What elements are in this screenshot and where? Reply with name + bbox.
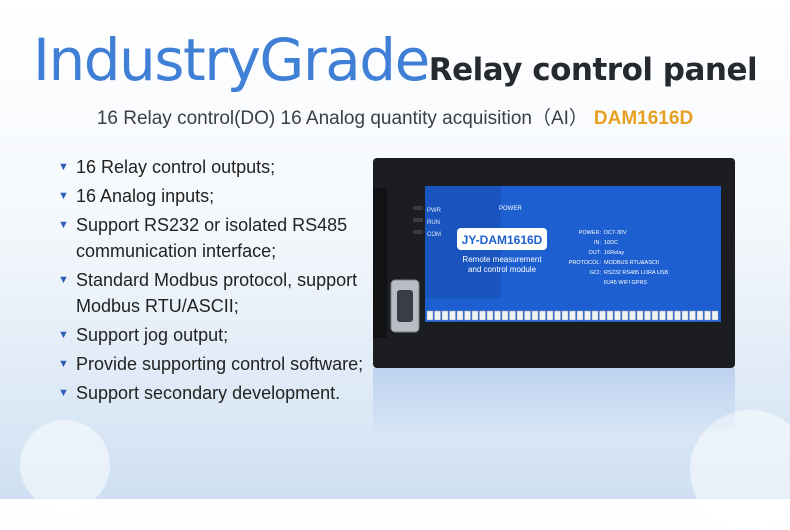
spec-key: GCI: — [590, 270, 602, 276]
subtitle: 16 Relay control(DO) 16 Analog quantity … — [0, 103, 790, 130]
feature-text: Support jog output; — [76, 325, 229, 345]
screw-terminal — [524, 310, 531, 321]
chevron-down-icon: ▼ — [58, 274, 69, 286]
screw-terminal — [599, 310, 606, 321]
screw-terminal — [681, 310, 689, 321]
spec-key: PROTOCOL: — [569, 260, 602, 266]
terminal-block-bottom — [426, 310, 719, 321]
spec-value: DC7-30V — [604, 230, 627, 236]
list-item: ▼ Support RS232 or isolated RS485 communi… — [58, 212, 378, 264]
screw-terminal — [464, 310, 471, 321]
screw-terminal — [644, 310, 651, 321]
screw-terminal — [456, 310, 464, 321]
screw-terminal — [471, 310, 479, 321]
spec-key: OUT: — [588, 250, 601, 256]
screw-terminal — [636, 310, 644, 321]
list-item: ▼ Support secondary development. — [58, 380, 378, 406]
list-item: ▼ Provide supporting control software; — [58, 351, 378, 377]
device-desc-line1: Remote measurement — [462, 255, 542, 264]
spec-value: 16Relay — [604, 250, 624, 256]
screw-terminal — [516, 310, 524, 321]
screw-terminal — [434, 310, 441, 321]
device-left-clip — [373, 188, 387, 338]
screw-terminal — [479, 310, 486, 321]
screw-terminal — [629, 310, 636, 321]
screw-terminal — [651, 310, 659, 321]
spec-list: POWER: DC7-30V IN: 16DC OUT: 16Relay PRO… — [569, 230, 669, 286]
screw-terminal — [546, 310, 554, 321]
screw-terminal — [486, 310, 494, 321]
spec-value: RJ45 WIFI GPRS — [604, 280, 647, 286]
list-item: ▼ 16 Analog inputs; — [58, 183, 378, 209]
device-reflection — [373, 368, 735, 438]
led-com — [413, 230, 423, 234]
model-badge — [457, 228, 547, 250]
list-item: ▼ Support jog output; — [58, 322, 378, 348]
list-item: ▼ 16 Relay control outputs; — [58, 154, 378, 180]
screw-terminal — [569, 310, 576, 321]
led-label-com: COM — [427, 232, 441, 238]
db9-port — [397, 290, 413, 322]
screw-terminal — [711, 310, 719, 321]
screw-terminal — [606, 310, 614, 321]
feature-text: Support RS232 or isolated RS485 communic… — [76, 215, 348, 261]
feature-list: ▼ 16 Relay control outputs; ▼ 16 Analog in… — [58, 154, 378, 409]
screw-terminal — [666, 310, 674, 321]
spec-value: RS232 RS485 LORA USB — [604, 270, 669, 276]
screw-terminal — [449, 310, 456, 321]
headline: IndustryGradeRelay control panel — [0, 26, 790, 94]
power-label: POWER — [499, 206, 522, 212]
screw-terminal — [696, 310, 704, 321]
headline-main: IndustryGrade — [32, 26, 430, 94]
screw-terminal — [621, 310, 629, 321]
screw-terminal — [584, 310, 591, 321]
screw-terminal — [509, 310, 516, 321]
screw-terminal — [539, 310, 546, 321]
chevron-down-icon: ▼ — [58, 358, 69, 370]
screw-terminal — [689, 310, 696, 321]
headline-sub: Relay control panel — [428, 52, 758, 88]
feature-text: 16 Analog inputs; — [76, 186, 215, 206]
subtitle-text: 16 Relay control(DO) 16 Analog quantity … — [96, 108, 588, 129]
chevron-down-icon: ▼ — [58, 190, 69, 202]
screw-terminal — [426, 310, 434, 321]
chevron-down-icon: ▼ — [58, 387, 69, 399]
feature-text: Support secondary development. — [76, 383, 341, 403]
screw-terminal — [591, 310, 599, 321]
screw-terminal — [561, 310, 569, 321]
led-label-pwr: PWR — [427, 208, 442, 214]
relay-module-device: PWR RUN COM JY-DAM1616D Remote measureme… — [373, 158, 735, 368]
screw-terminal — [501, 310, 509, 321]
model-number: DAM1616D — [593, 108, 694, 129]
led-pwr — [413, 206, 423, 210]
feature-text: 16 Relay control outputs; — [76, 157, 276, 177]
screw-terminal — [614, 310, 621, 321]
screw-terminal — [704, 310, 711, 321]
spec-value: MODBUS RTU&ASCII — [604, 260, 659, 266]
decor-bubble — [20, 420, 110, 510]
screw-terminal — [531, 310, 539, 321]
feature-text: Provide supporting control software; — [76, 354, 364, 374]
led-run — [413, 218, 423, 222]
list-item: ▼ Standard Modbus protocol, support Modbu… — [58, 267, 378, 319]
feature-text: Standard Modbus protocol, support Modbus… — [76, 270, 358, 316]
spec-value: 16DC — [604, 240, 618, 246]
screw-terminal — [554, 310, 561, 321]
screw-terminal — [441, 310, 449, 321]
led-label-run: RUN — [427, 220, 440, 226]
screw-terminal — [576, 310, 584, 321]
status-leds: PWR RUN COM — [413, 206, 442, 238]
device-desc-line2: and control module — [468, 265, 537, 274]
screw-terminal — [659, 310, 666, 321]
screw-terminal — [674, 310, 681, 321]
chevron-down-icon: ▼ — [58, 161, 69, 173]
spec-key: IN: — [594, 240, 602, 246]
screw-terminal — [494, 310, 501, 321]
chevron-down-icon: ▼ — [58, 219, 69, 231]
spec-key: POWER: — [579, 230, 602, 236]
model-label: JY-DAM1616D — [462, 233, 543, 247]
chevron-down-icon: ▼ — [58, 329, 69, 341]
